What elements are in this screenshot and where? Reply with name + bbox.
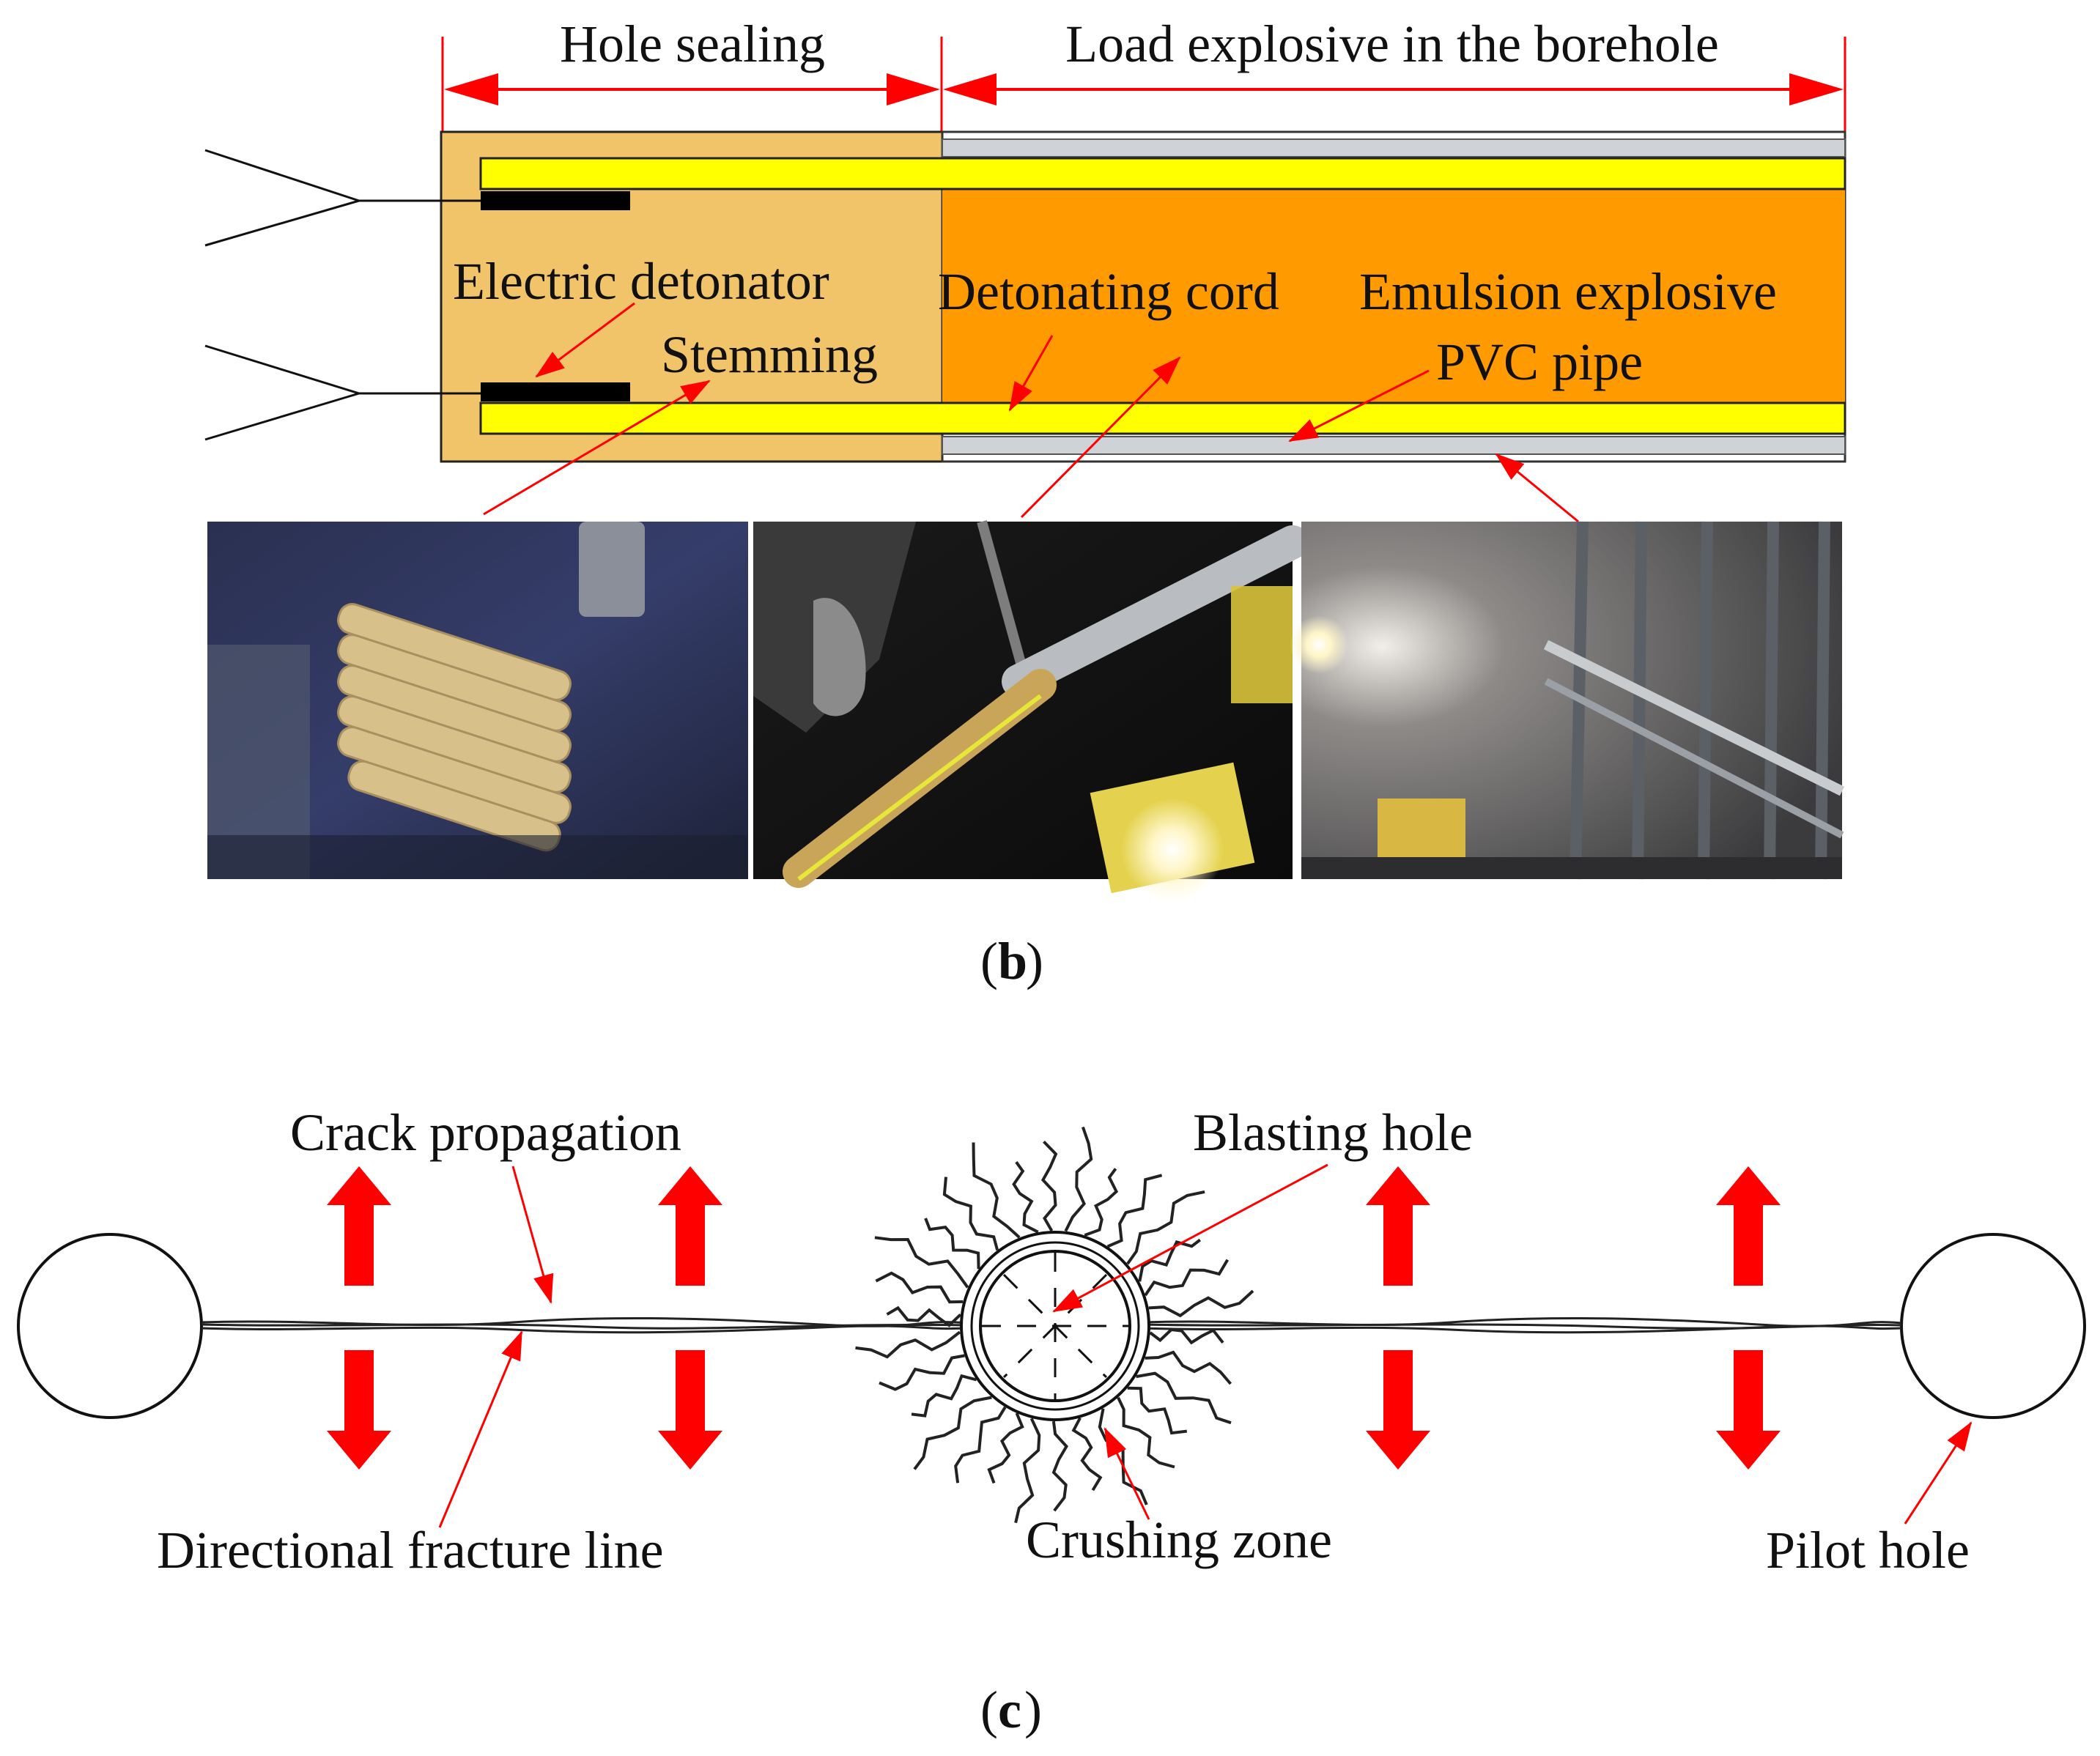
stemming-photo	[207, 522, 748, 879]
electric-detonator-bottom	[481, 382, 630, 401]
directional-fracture-line	[201, 1316, 1902, 1334]
pvc-pipe-wall-bottom	[942, 436, 1846, 455]
blasting-hole-spokes	[982, 1253, 1128, 1399]
arrow-photo-pipe	[1495, 453, 1579, 523]
arrow-photo-stemming	[483, 379, 711, 516]
arrow-to-cord	[1008, 335, 1054, 412]
dim-arrowhead	[444, 73, 498, 105]
pilot-hole-right	[1900, 1233, 2086, 1419]
crack	[1138, 1238, 1202, 1282]
lead-wire	[204, 149, 481, 202]
caption-b-letter: b	[998, 932, 1027, 990]
crack-propagation-arrows	[327, 1166, 1781, 1470]
crushing-zone-cracks	[855, 1126, 1254, 1524]
stemming-label: Stemming	[661, 325, 878, 384]
crack	[942, 1177, 999, 1251]
emulsion-explosive-section	[942, 189, 1845, 403]
crack	[1144, 1259, 1230, 1297]
crack	[1149, 1327, 1224, 1345]
pilot-hole-left	[17, 1233, 203, 1419]
crack	[1084, 1168, 1119, 1237]
arrow-to-pilot-hole	[1904, 1421, 1973, 1525]
crack	[1064, 1126, 1093, 1232]
detonating-cord-photo	[753, 520, 1309, 901]
borehole-diagram	[204, 130, 1846, 463]
crack	[972, 1142, 1021, 1239]
crack	[1106, 1174, 1163, 1248]
crack	[874, 1236, 969, 1289]
arrow-to-detonator	[535, 302, 635, 378]
crack	[855, 1330, 961, 1359]
crack	[954, 1406, 1007, 1483]
panel-b: Hole sealing Load explosive in the boreh…	[204, 15, 1846, 990]
crack	[1012, 1161, 1039, 1234]
crack	[924, 1218, 980, 1270]
crack	[1051, 1420, 1068, 1512]
crack	[1117, 1396, 1175, 1469]
crushing-zone-label: Crushing zone	[1026, 1511, 1332, 1569]
arrow-to-fracture-line	[438, 1330, 523, 1528]
caption-c-open: (	[980, 1681, 998, 1739]
panel-c: Crack propagation Blasting hole Directio…	[17, 1103, 2086, 1739]
detonating-cord-bottom	[479, 401, 1846, 435]
crack	[886, 1305, 962, 1327]
arrow-to-crushing-zone	[1103, 1427, 1150, 1520]
dim-arrowhead	[1789, 73, 1844, 105]
caption-b-close: )	[1026, 932, 1043, 990]
crack	[1040, 1141, 1058, 1232]
arrow-to-pvc-pipe	[1288, 369, 1430, 442]
red-down-arrow	[658, 1350, 722, 1470]
detonating-cord-top	[479, 157, 1846, 190]
lead-wire	[204, 199, 360, 247]
directional-fracture-line-label: Directional fracture line	[157, 1521, 664, 1579]
caption-b-open: (	[980, 932, 998, 990]
arrow-photo-explosive	[1020, 356, 1181, 519]
crack	[1145, 1350, 1232, 1385]
red-up-arrow	[1366, 1166, 1430, 1286]
load-explosive-label: Load explosive in the borehole	[1065, 15, 1719, 73]
pvc-pipe-label: PVC pipe	[1436, 333, 1643, 391]
caption-c-close: )	[1024, 1681, 1042, 1739]
crack	[987, 1412, 1024, 1484]
pvc-pipe-photo	[1290, 521, 1845, 880]
crack	[1136, 1371, 1232, 1425]
arrow-to-crack	[511, 1166, 554, 1304]
lead-wire	[204, 392, 360, 441]
caption-c-letter: c	[998, 1681, 1021, 1739]
crack	[911, 1374, 977, 1418]
crack	[1127, 1386, 1188, 1435]
red-down-arrow	[1366, 1350, 1430, 1470]
crack	[1014, 1418, 1041, 1524]
arrow-to-blasting-hole	[1052, 1163, 1328, 1313]
pvc-pipe-wall-top	[942, 138, 1846, 158]
crack	[913, 1396, 992, 1470]
crack	[879, 1354, 965, 1391]
dim-arrowhead	[887, 73, 940, 105]
crack-propagation-label: Crack propagation	[290, 1103, 681, 1162]
blasting-hole-label: Blasting hole	[1193, 1103, 1473, 1162]
emulsion-explosive-label: Emulsion explosive	[1359, 262, 1777, 321]
red-up-arrow	[327, 1166, 391, 1286]
dim-arrowhead	[943, 73, 997, 105]
red-down-arrow	[327, 1350, 391, 1470]
crack	[1071, 1417, 1103, 1492]
crack	[1126, 1190, 1205, 1265]
hole-sealing-label: Hole sealing	[560, 15, 825, 73]
crack	[875, 1271, 964, 1304]
red-up-arrow	[658, 1166, 722, 1286]
crack	[1148, 1289, 1254, 1318]
lead-wire	[204, 344, 481, 395]
red-down-arrow	[1716, 1350, 1781, 1470]
red-up-arrow	[1716, 1166, 1781, 1286]
detonating-cord-label: Detonating cord	[938, 262, 1279, 321]
pilot-hole-label: Pilot hole	[1766, 1521, 1970, 1579]
electric-detonator-top	[481, 191, 630, 210]
blasting-hole-ring	[970, 1241, 1140, 1411]
electric-detonator-label: Electric detonator	[453, 252, 829, 311]
